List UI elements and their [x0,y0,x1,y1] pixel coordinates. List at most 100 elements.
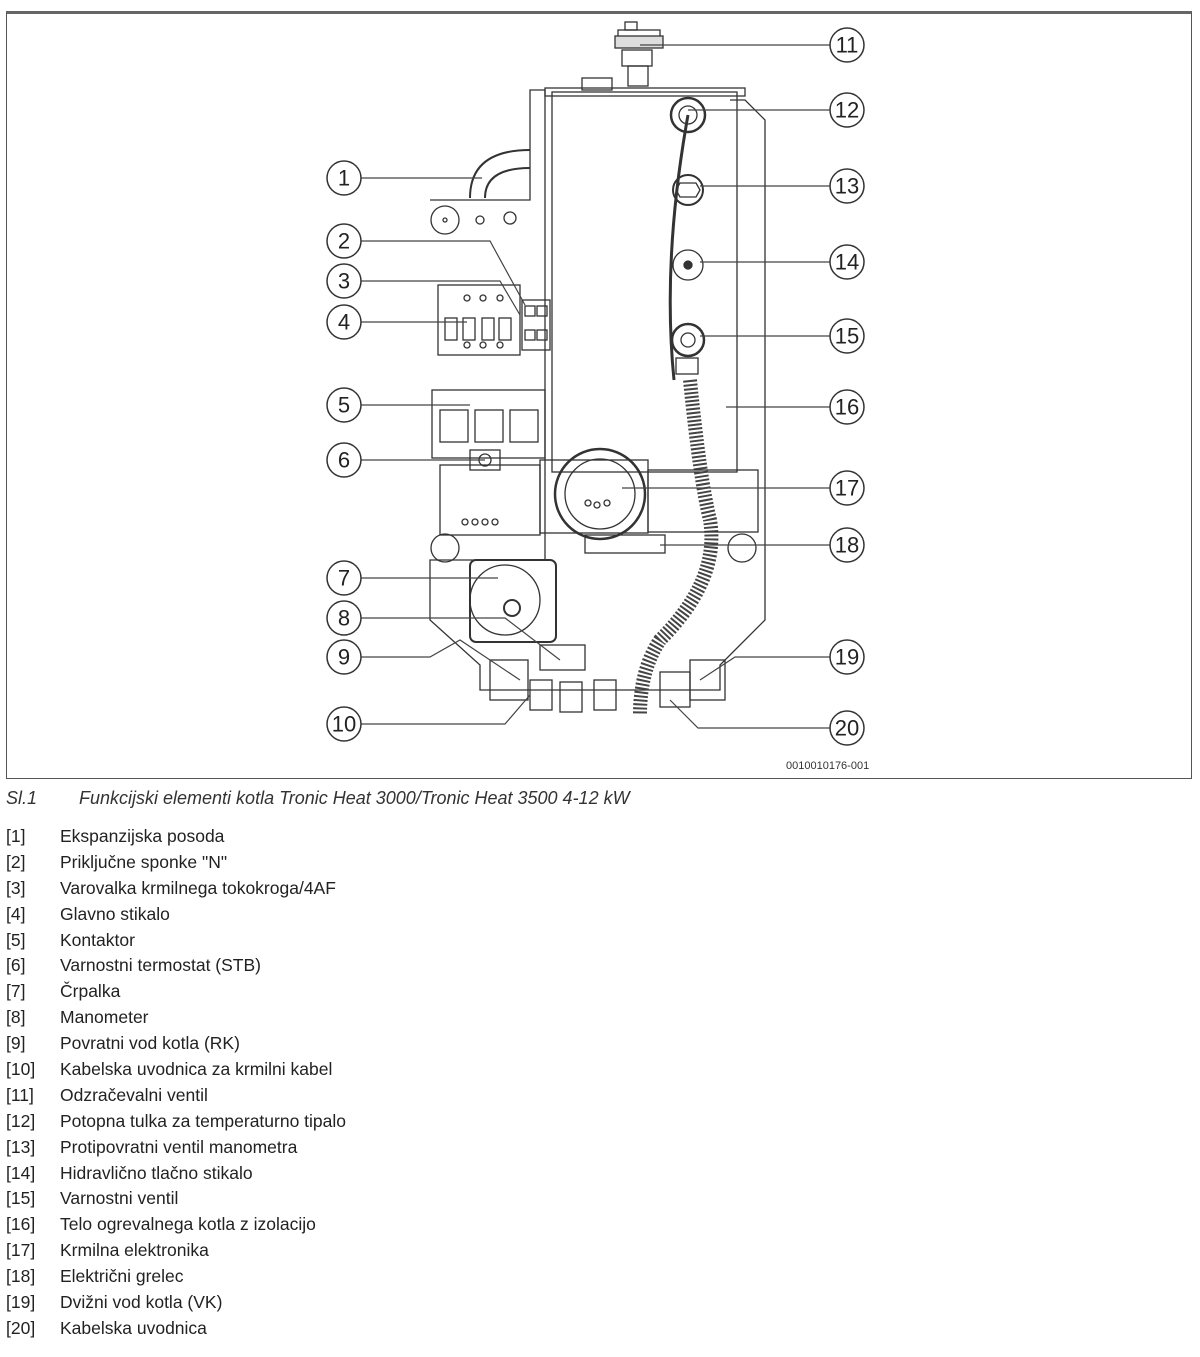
legend-item: [3] Varovalka krmilnega tokokroga/4AF [6,876,346,902]
legend-label: Odzračevalni ventil [60,1084,208,1105]
legend-item: [11]Odzračevalni ventil [6,1083,346,1109]
legend-index: [18] [6,1266,36,1287]
legend-index: [17] [6,1240,36,1261]
legend-index: [10] [6,1059,36,1080]
callout-label: 4 [338,310,350,335]
legend-label: Glavno stikalo [60,903,170,924]
caption-number: Sl.1 [6,788,38,808]
legend-label: Priključne sponke "N" [60,851,228,872]
check-valve [672,174,704,206]
main-switch [437,284,521,356]
callout-8: 8 [326,600,362,636]
boiler-body [551,91,738,473]
legend-item: [15]Varnostni ventil [6,1186,346,1212]
callout-label: 16 [835,395,859,420]
leader-lines [358,44,830,729]
callout-label: 15 [835,324,859,349]
callout-label: 9 [338,645,350,670]
callout-label: 12 [835,98,859,123]
legend-item: [16] Telo ogrevalnega kotla z izolacijo [6,1212,346,1238]
legend-index: [12] [6,1110,36,1131]
legend-item: [12]Potopna tulka za temperaturno tipalo [6,1109,346,1135]
legend-label: Črpalka [60,981,121,1002]
legend-index: [20] [6,1317,36,1338]
legend-index: [1] [6,826,26,846]
flow-pipe [689,659,726,701]
callout-9: 9 [326,639,362,675]
callout-label: 13 [835,174,859,199]
callout-label: 1 [338,166,350,191]
callout-label: 6 [338,448,350,473]
callout-18: 18 [829,527,865,563]
legend-index: [4] [6,903,26,924]
callout-5: 5 [326,387,362,423]
legend-item: [18] Električni grelec [6,1264,346,1290]
legend-label: Kabelska uvodnica za krmilni kabel [60,1059,333,1080]
legend-item: [9] Povratni vod kotla (RK) [6,1031,346,1057]
terminals [521,299,551,351]
legend-label: Varovalka krmilnega tokokroga/4AF [60,877,336,898]
legend-item: [1] Ekspanzijska posoda [6,824,346,850]
callout-11: 11 [829,27,865,63]
legend-item: [7] Črpalka [6,979,346,1005]
callout-13: 13 [829,168,865,204]
legend-item: [5]Kontaktor [6,928,346,954]
legend-index: [16] [6,1214,36,1235]
return-pipe [489,659,529,701]
callout-label: 18 [835,533,859,558]
legend-label: Kabelska uvodnica [60,1317,207,1338]
corrugated-hose [633,379,719,716]
sensor-sleeve [669,96,707,134]
legend-label: Manometer [60,1007,149,1028]
callout-label: 11 [836,33,859,58]
legend-label: Telo ogrevalnega kotla z izolacijo [60,1214,316,1235]
legend-index: [13] [6,1136,36,1157]
callout-label: 3 [338,269,350,294]
legend-index: [9] [6,1033,26,1054]
callouts: 1 2 3 4 5 6 7 8 9 10 11 12 13 14 15 16 1… [326,27,865,746]
callout-7: 7 [326,560,362,596]
legend-label: Ekspanzijska posoda [60,826,225,846]
legend-label: Električni grelec [60,1266,184,1287]
legend-item: [8] Manometer [6,1005,346,1031]
callout-3: 3 [326,263,362,299]
legend-item: [4] Glavno stikalo [6,902,346,928]
callout-label: 5 [338,393,350,418]
back-panel [429,89,766,691]
legend-label: Krmilna elektronika [60,1240,209,1261]
callout-15: 15 [829,318,865,354]
legend-index: [8] [6,1007,26,1028]
callout-17: 17 [829,470,865,506]
figure-frame [6,11,1192,779]
legend-label: Protipovratni ventil manometra [60,1136,298,1157]
legend-index: [3] [6,877,26,898]
legend-index: [15] [6,1188,36,1209]
pressure-switch [672,249,704,281]
legend-item: [14] Hidravlično tlačno stikalo [6,1161,346,1187]
legend-label: Varnostni termostat (STB) [60,955,261,976]
callout-label: 19 [835,645,859,670]
callout-4: 4 [326,304,362,340]
legend-label: Hidravlično tlačno stikalo [60,1162,253,1183]
legend-list: [1] Ekspanzijska posoda [2]Priključne spon… [6,824,346,1342]
callout-1: 1 [326,160,362,196]
legend-index: [7] [6,981,26,1002]
legend-label: Povratni vod kotla (RK) [60,1033,240,1054]
legend-index: [19] [6,1292,36,1313]
legend-item: [10] Kabelska uvodnica za krmilni kabel [6,1057,346,1083]
expansion-vessel [469,149,531,199]
electric-heater [584,534,666,554]
callout-label: 2 [338,229,350,254]
legend-index: [6] [6,955,26,976]
legend-item: [19]Dvižni vod kotla (VK) [6,1290,346,1316]
legend-item: [2]Priključne sponke "N" [6,850,346,876]
callout-19: 19 [829,639,865,675]
callout-label: 8 [338,606,350,631]
legend-index: [14] [6,1162,36,1183]
legend-item: [20] Kabelska uvodnica [6,1316,346,1342]
legend-item: [13] Protipovratni ventil manometra [6,1135,346,1161]
callout-label: 20 [835,716,859,741]
callout-14: 14 [829,244,865,280]
callout-6: 6 [326,442,362,478]
